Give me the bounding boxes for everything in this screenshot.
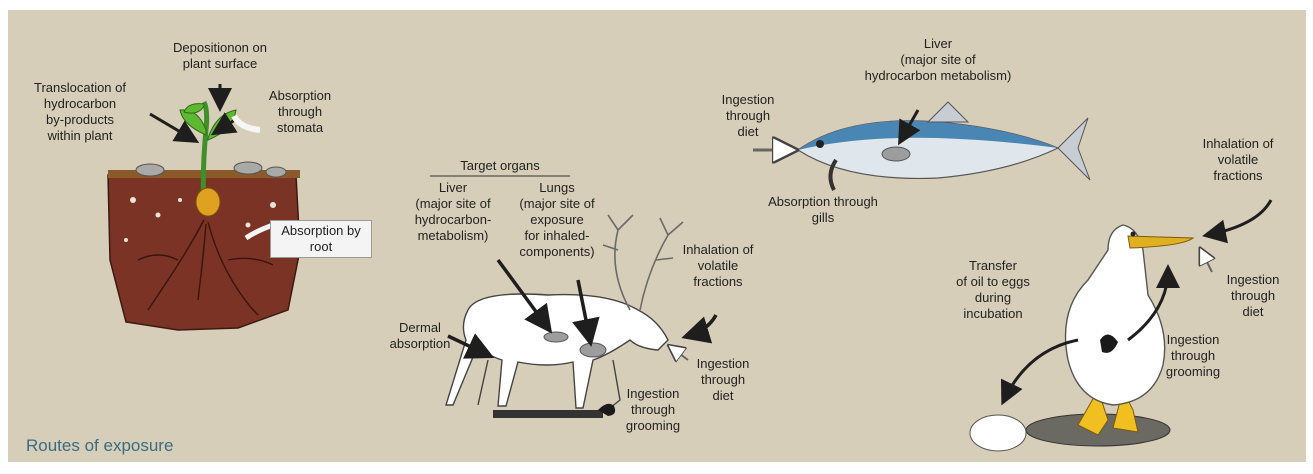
label-gills: Absorption through gills [748,194,898,226]
label-translocation: Translocation of hydrocarbon by-products… [20,80,140,144]
label-deposition: Depositionon on plant surface [160,40,280,72]
label-eggs: Transfer of oil to eggs during incubatio… [938,258,1048,322]
label-reindeer-lungs: Lungs (major site of exposure for inhale… [502,180,612,260]
egg [970,415,1026,451]
label-target-organs: Target organs [440,158,560,174]
label-reindeer-liver: Liver (major site of hydrocarbon- metabo… [398,180,508,244]
label-bird-diet: Ingestion through diet [1213,272,1293,320]
liver-organ [544,332,568,342]
label-fish-diet: Ingestion through diet [708,92,788,140]
fish-liver-organ [882,147,910,161]
label-reindeer-diet: Ingestion through diet [683,356,763,404]
diagram-panel: Depositionon on plant surface Translocat… [8,10,1306,462]
label-root: Absorption by root [270,220,372,258]
label-bird-grooming: Ingestion through grooming [1148,332,1238,380]
label-reindeer-grooming: Ingestion through grooming [613,386,693,434]
label-reindeer-inhalation: Inhalation of volatile fractions [668,242,768,290]
label-bird-inhalation: Inhalation of volatile fractions [1188,136,1288,184]
diagram-title: Routes of exposure [26,436,173,456]
label-fish-liver: Liver (major site of hydrocarbon metabol… [848,36,1028,84]
lungs-organ [580,343,606,357]
label-stomata: Absorption through stomata [260,88,340,136]
label-dermal: Dermal absorption [380,320,460,352]
